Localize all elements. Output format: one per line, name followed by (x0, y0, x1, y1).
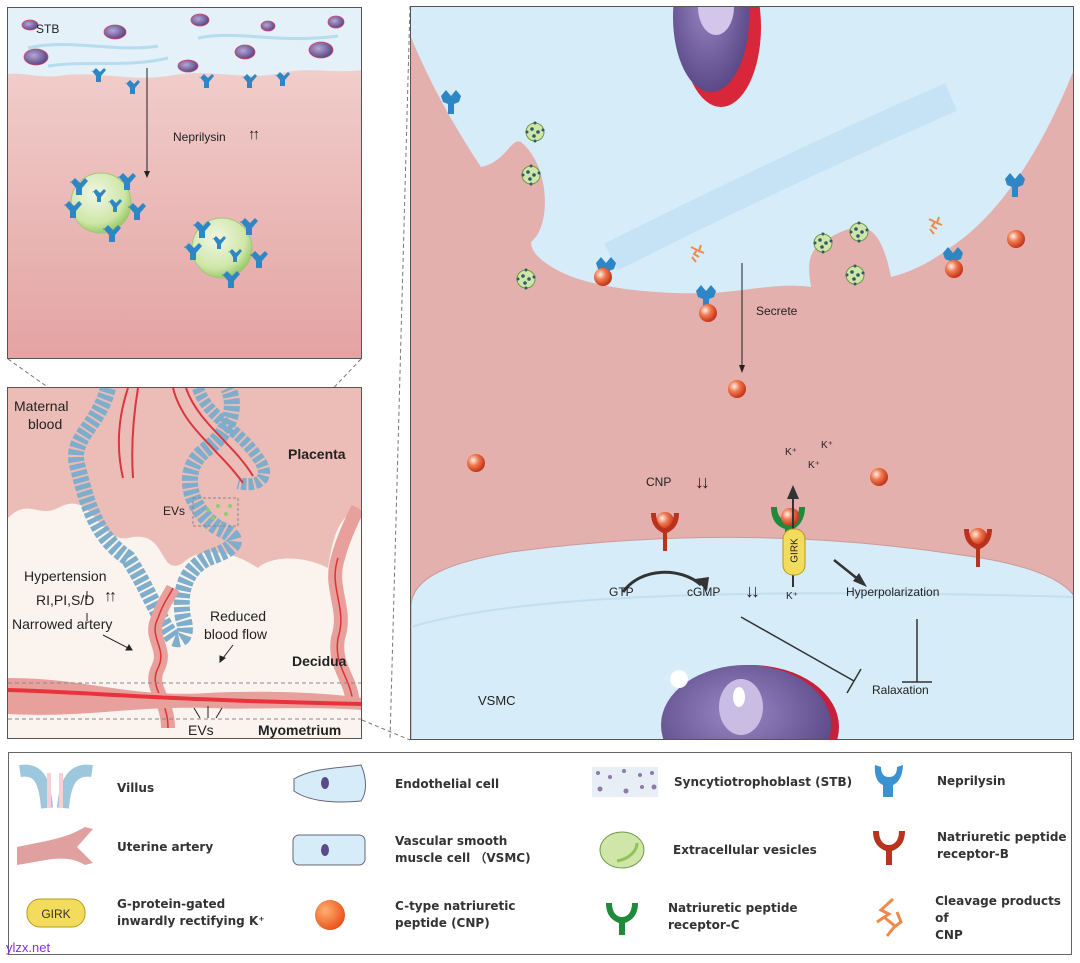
secrete-label: Secrete (756, 304, 798, 318)
girk-label: GIRK (789, 538, 801, 563)
cgmp-label: cGMP (687, 585, 721, 599)
narrowed-artery-label: Narrowed artery (12, 616, 113, 632)
decidua-label: Decidua (292, 653, 347, 669)
cleavage-icon (876, 897, 903, 937)
indices-label: RI,PI,S/D (36, 592, 95, 608)
maternal-blood-label: Maternal (14, 398, 69, 414)
cnp-decrease-arrows: ↓↓ (695, 472, 710, 492)
k-plus-label: K⁺ (808, 460, 820, 471)
evs-box (192, 497, 239, 527)
endothelial-cell (411, 7, 1073, 294)
stb-label: STB (36, 22, 60, 36)
cgmp-decrease-arrows: ↓↓ (745, 581, 760, 601)
vsmc-label: VSMC (478, 693, 516, 708)
watermark: ylzx.net (6, 940, 51, 955)
legend-item-neprilysin: Neprilysin (871, 761, 1006, 801)
legend-item-cnp: C-type natriuretic peptide (CNP) (312, 897, 516, 933)
evs-bottom-label: EVs (188, 722, 214, 738)
top-left-panel: STB Neprilysin ↑↑ (7, 7, 362, 359)
cnp-signaling-illustration (411, 7, 1073, 739)
legend-item-npr-c: Natriuretic peptide receptor-C (602, 897, 798, 937)
legend-item-cleavage: Cleavage products of CNP (871, 893, 1071, 944)
hypertension-label: Hypertension (24, 568, 107, 584)
k-plus-inside-label: K⁺ (786, 591, 798, 602)
legend-item-uterine-artery: Uterine artery (15, 825, 213, 869)
vsmc-cell (411, 536, 1073, 739)
placenta-label: Placenta (288, 446, 346, 462)
svg-text:GIRK: GIRK (41, 907, 70, 921)
villus-blue (68, 388, 242, 648)
hyperpolarization-label: Hyperpolarization (846, 585, 940, 599)
cnp-icon (315, 900, 345, 930)
legend-item-girk: GIRK G-protein-gated inwardly rectifying… (25, 895, 265, 931)
legend: Villus Uterine artery GIRK G-protein-gat… (8, 752, 1072, 955)
legend-item-npr-b: Natriuretic peptide receptor-B (871, 825, 1067, 867)
right-panel: Secrete K⁺ K⁺ K⁺ CNP ↓↓ GIRK GTP cGMP ↓↓… (410, 6, 1074, 740)
cnp-label: CNP (646, 475, 672, 489)
legend-item-ev: Extracellular vesicles (597, 829, 817, 871)
ev-icon (599, 831, 645, 869)
reduced-flow-label-2: blood flow (204, 626, 268, 642)
gtp-label: GTP (609, 585, 634, 599)
girk-icon: GIRK (26, 898, 86, 928)
k-plus-label: K⁺ (821, 440, 833, 451)
neprilysin-on-stb (91, 68, 290, 94)
stb-nuclei (21, 13, 345, 73)
extracellular-vesicle (184, 217, 268, 288)
reduced-flow-label: Reduced (210, 608, 267, 624)
relaxation-label: Ralaxation (872, 683, 929, 697)
extracellular-vesicle (64, 172, 146, 242)
npr-c-icon (606, 903, 638, 935)
maternal-blood-label-2: blood (28, 416, 63, 432)
k-plus-label: K⁺ (785, 447, 797, 458)
vsmc-icon (292, 834, 366, 866)
endothelial-cell-icon (293, 764, 366, 803)
stb-icon (592, 767, 658, 797)
legend-item-villus: Villus (15, 763, 154, 813)
placenta-illustration (8, 388, 361, 738)
indices-increase-arrows: ↑↑ (104, 588, 117, 605)
villus-icon (19, 764, 93, 809)
npr-b-icon (873, 831, 905, 865)
girk-channel (782, 528, 806, 576)
villus-vessel (117, 388, 139, 479)
uterine-artery-icon (17, 827, 93, 865)
bottom-left-panel: Maternal blood Placenta EVs Hypertension… (7, 387, 362, 739)
legend-item-vsmc: Vascular smooth muscle cell （VSMC) (291, 833, 531, 867)
neprilysin-label: Neprilysin (173, 130, 226, 144)
evs-box-label: EVs (163, 504, 186, 518)
legend-item-endothelial-cell: Endothelial cell (291, 763, 499, 805)
myometrium-label: Myometrium (258, 722, 342, 738)
top-left-illustration (8, 8, 361, 358)
neprilysin-icon (874, 765, 903, 797)
legend-item-stb: Syncytiotrophoblast (STB) (592, 765, 852, 799)
